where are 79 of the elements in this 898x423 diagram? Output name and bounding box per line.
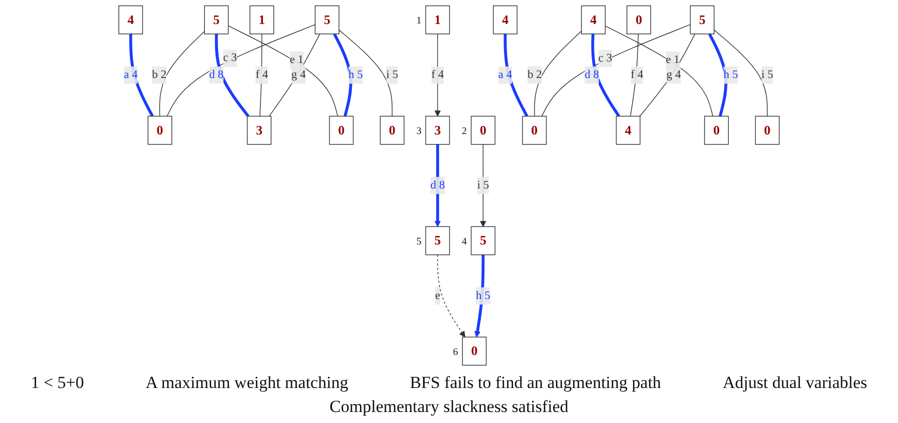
edge-label: b 2 — [152, 68, 166, 81]
edge-label: i 5 — [386, 68, 398, 81]
node-box: 4 — [616, 116, 640, 145]
node-box: 5 — [425, 226, 450, 256]
edge-label: d 8 — [430, 179, 445, 192]
arrow — [474, 254, 485, 338]
caption-text: 1 < 5+0 — [30, 373, 84, 393]
edge-label: d 8 — [584, 68, 600, 81]
connector — [214, 34, 250, 118]
connector — [129, 34, 154, 117]
edge-label: c 3 — [598, 52, 612, 64]
node-box: 4 — [118, 5, 143, 34]
arrow — [434, 34, 441, 116]
edge-label: b 2 — [527, 68, 542, 81]
arrow — [480, 144, 486, 227]
node-box: 4 — [492, 5, 518, 34]
connector — [159, 31, 205, 117]
node-box: 3 — [246, 116, 272, 145]
edge-label: g 4 — [666, 68, 681, 81]
vertex-number: 3 — [416, 126, 422, 137]
node-box: 5 — [690, 5, 714, 34]
edge-label: e 1 — [666, 54, 680, 66]
arrow — [437, 254, 466, 338]
vertex-number: 5 — [416, 236, 422, 248]
connector — [541, 24, 691, 117]
node-box: 0 — [148, 116, 172, 145]
caption-text: Complementary slackness satisfied — [330, 397, 568, 417]
vertex-number: 6 — [453, 346, 458, 358]
edge-label: h 5 — [348, 68, 363, 81]
vertex-number: 2 — [462, 126, 467, 137]
connector — [333, 33, 352, 117]
node-box: 0 — [755, 116, 780, 145]
caption-text: BFS fails to find an augmenting path — [410, 373, 662, 393]
edge-label: h 5 — [724, 68, 738, 81]
connector — [534, 30, 582, 117]
node-box: 0 — [522, 116, 547, 145]
node-box: 0 — [329, 116, 354, 145]
edge-label: a 4 — [498, 68, 512, 81]
node-box: 0 — [380, 116, 404, 145]
edge-label: a 4 — [124, 68, 138, 81]
edge-label: h 5 — [476, 289, 490, 302]
arrow — [434, 144, 441, 227]
edge-label: c 3 — [223, 52, 237, 64]
connector — [338, 30, 393, 117]
node-box: 0 — [462, 336, 487, 366]
node-box: 1 — [425, 5, 450, 34]
connector — [504, 34, 528, 117]
edge-label: e 1 — [290, 53, 304, 66]
edge-label: d 8 — [209, 68, 224, 81]
connector — [166, 24, 316, 117]
node-box: 0 — [470, 116, 496, 145]
caption-text: Adjust dual variables — [722, 373, 868, 393]
node-box: 1 — [250, 5, 274, 34]
node-box: 5 — [204, 5, 229, 34]
vertex-number: 1 — [416, 15, 422, 26]
connector — [708, 33, 728, 117]
connector — [268, 34, 320, 117]
node-box: 3 — [425, 116, 450, 145]
edge-label: i 5 — [477, 179, 490, 192]
connector — [591, 34, 620, 117]
edge-label: f 4 — [256, 68, 268, 81]
edge-label: g 4 — [291, 68, 306, 81]
edge-label: e — [435, 289, 440, 302]
node-box: 0 — [704, 116, 729, 145]
connector — [714, 30, 768, 117]
edge-label: f 4 — [630, 68, 644, 81]
edge-label: i 5 — [761, 68, 774, 81]
node-box: 4 — [581, 5, 606, 34]
connector — [260, 34, 262, 117]
connector — [604, 26, 714, 117]
connector — [228, 25, 338, 117]
edge-label: f 4 — [431, 68, 444, 81]
vertex-number: 4 — [462, 236, 467, 248]
connector — [639, 34, 696, 117]
node-box: 0 — [626, 5, 652, 34]
connector — [630, 34, 639, 117]
node-box: 5 — [314, 5, 340, 34]
node-box: 5 — [470, 226, 496, 256]
caption-text: A maximum weight matching — [146, 373, 348, 393]
